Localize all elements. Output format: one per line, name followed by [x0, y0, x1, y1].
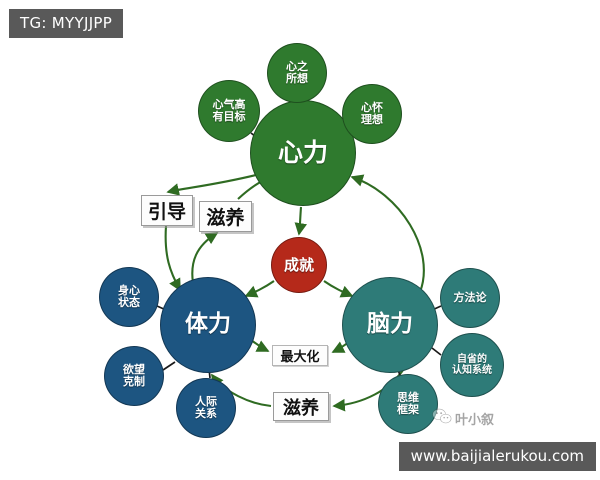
node-naoli-label: 脑力	[367, 311, 413, 338]
node-fangfalun[interactable]: 方法论	[440, 268, 500, 328]
edge-xinli-to-chengjiu	[294, 206, 308, 236]
node-xinqigao-line1: 心气高	[212, 97, 246, 111]
node-shenxinzhuangtai-line2: 状态	[118, 296, 140, 309]
edge-label-zuidahua-text: 最大化	[280, 350, 320, 365]
edge-label-yindao[interactable]: 引导	[141, 195, 193, 226]
node-tili-label: 体力	[185, 311, 231, 338]
node-xinqigao[interactable]: 心气高 有目标	[198, 80, 260, 142]
edge-chengjiu-to-tili	[244, 280, 275, 298]
edge-tili-to-zuidahua	[250, 339, 270, 352]
node-renjiguanxi[interactable]: 人际 关系	[176, 378, 236, 438]
node-zixingrenzhi-line1: 自省的	[457, 353, 487, 365]
site-badge: www.baijialerukou.com	[398, 442, 596, 471]
node-xinli-label: 心力	[277, 138, 328, 167]
node-zixingrenzhi-line2: 认知系统	[452, 365, 492, 376]
node-xinzhisuoxiang[interactable]: 心之 所想	[267, 43, 327, 103]
node-renjiguanxi-line2: 关系	[195, 407, 217, 420]
node-yuwangkezhi-line1: 欲望	[123, 362, 145, 376]
node-renjiguanxi-line1: 人际	[195, 394, 217, 408]
edge-label-ziyang-bottom-text: 滋养	[283, 397, 319, 419]
edge-xinli-to-yindao	[166, 173, 257, 196]
edge-label-zuidahua[interactable]: 最大化	[272, 345, 328, 366]
edge-naoli-to-xinli	[350, 174, 425, 293]
stem-yuwangkezhi	[162, 361, 176, 371]
node-xinhuailixiang-line1: 心怀	[361, 100, 383, 114]
node-yuwangkezhi-line2: 克制	[123, 375, 145, 388]
node-siweikuangjia-line2: 框架	[397, 403, 419, 416]
node-chengjiu[interactable]: 成就	[271, 237, 327, 293]
node-xinzhisuoxiang-line2: 所想	[286, 72, 308, 85]
node-naoli[interactable]: 脑力	[342, 277, 438, 373]
node-chengjiu-label: 成就	[283, 255, 314, 274]
node-xinhuailixiang-line2: 理想	[361, 113, 383, 126]
edge-yindao-to-tili	[164, 225, 181, 292]
node-fangfalun-line1: 方法论	[453, 290, 487, 304]
node-xinzhisuoxiang-line1: 心之	[286, 59, 308, 73]
node-xinhuailixiang[interactable]: 心怀 理想	[342, 84, 402, 144]
edge-label-ziyang-top-text: 滋养	[206, 207, 245, 229]
edge-label-ziyang-top[interactable]: 滋养	[199, 201, 252, 232]
node-siweikuangjia-line1: 思维	[397, 390, 419, 404]
edge-label-yindao-text: 引导	[147, 201, 186, 223]
tg-badge: TG: MYYJJPP	[9, 9, 124, 38]
node-xinli[interactable]: 心力	[250, 100, 356, 206]
watermark-text: 叶小叙	[455, 413, 495, 428]
edge-tili-to-ziyang-top	[191, 232, 219, 284]
edge-chengjiu-to-naoli	[323, 280, 354, 298]
stem-zixingrenzhi	[431, 347, 442, 356]
node-siweikuangjia[interactable]: 思维 框架	[378, 374, 438, 434]
node-zixingrenzhi[interactable]: 自省的 认知系统	[440, 333, 504, 397]
node-shenxinzhuangtai[interactable]: 身心 状态	[99, 267, 159, 327]
wechat-icon	[432, 408, 452, 429]
node-yuwangkezhi[interactable]: 欲望 克制	[104, 346, 164, 406]
node-tili[interactable]: 体力	[160, 277, 256, 373]
node-xinqigao-line2: 有目标	[212, 110, 246, 123]
wechat-watermark: 叶小叙	[432, 408, 494, 429]
node-shenxinzhuangtai-line1: 身心	[118, 283, 140, 297]
edge-label-ziyang-bottom[interactable]: 滋养	[273, 392, 329, 421]
